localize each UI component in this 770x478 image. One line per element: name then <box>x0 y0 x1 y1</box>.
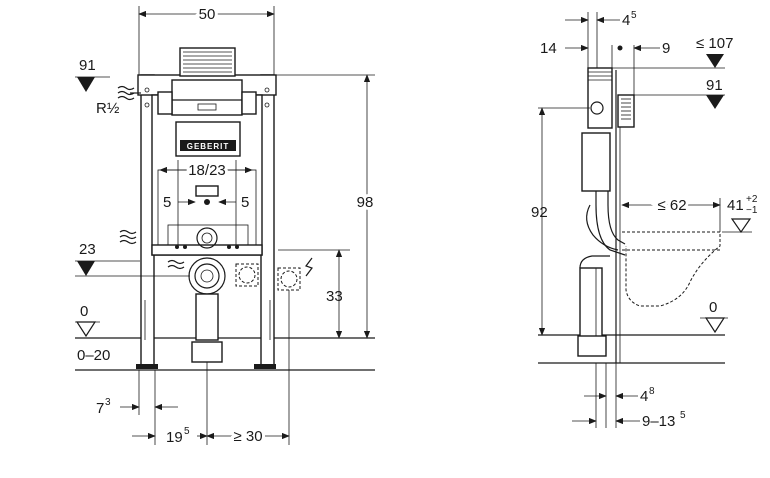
drain-outlet <box>188 257 226 363</box>
lightning-icon <box>305 257 313 277</box>
front-view: GEBERIT <box>75 3 376 448</box>
flush-plate-label: 18/23 <box>188 162 226 179</box>
drain-offset-sup: 5 <box>184 426 190 437</box>
dim-height <box>276 74 375 339</box>
side-height-92-label: 92 <box>531 204 548 221</box>
side-dim-9-label: 9 <box>662 40 670 57</box>
electric-distance-label: ≥ 30 <box>233 428 262 445</box>
offset-right-label: 5 <box>241 194 249 211</box>
dim-width <box>138 6 275 75</box>
side-bowl-tol-minus: −1 <box>746 205 758 216</box>
side-level-91 <box>634 94 725 109</box>
side-level-0 <box>700 317 728 334</box>
side-view: 4 5 14 9 ≤ 107 91 92 ≤ 62 41 <box>531 10 758 430</box>
side-floor-level-label: 0 <box>709 299 717 316</box>
level-marker-91 <box>75 76 110 92</box>
width-label: 50 <box>199 6 216 23</box>
side-toilet-bowl <box>622 231 721 307</box>
height-label: 98 <box>357 194 374 211</box>
supply-pipe-icon <box>117 85 141 101</box>
side-drain-pipe <box>577 255 610 357</box>
side-cistern-top <box>587 67 635 129</box>
brand-label: GEBERIT <box>187 142 230 151</box>
electrical-height-label: 33 <box>326 288 343 305</box>
cistern-top <box>157 47 257 116</box>
side-dim-14-label: 14 <box>540 40 557 57</box>
side-bowl-tol-plus: +2 <box>746 194 758 205</box>
side-cistern-body <box>581 132 611 192</box>
water-flow-icon <box>119 229 185 270</box>
floor-level-label: 0 <box>80 303 88 320</box>
side-level-107 <box>612 54 725 69</box>
foot-offset-label: 7 <box>96 400 104 417</box>
level-marker-23 <box>75 260 190 277</box>
drain-offset-label: 19 <box>166 429 183 446</box>
level-marker-0 <box>75 321 100 338</box>
side-bowl-height-label: 41 <box>727 197 744 214</box>
side-dim-913-label: 9–13 <box>642 413 675 430</box>
drain-level-label: 23 <box>79 241 96 258</box>
floor-range-label: 0–20 <box>77 347 110 364</box>
side-level-41 <box>722 218 752 234</box>
side-dim-45-label: 4 <box>622 12 630 29</box>
side-dim-913-sup: 5 <box>680 410 686 421</box>
cistern-body <box>157 160 257 249</box>
offset-left-label: 5 <box>163 194 171 211</box>
side-dim-48-label: 4 <box>640 388 648 405</box>
side-dim-48-sup: 8 <box>649 386 655 397</box>
foot-offset-sup: 3 <box>105 397 111 408</box>
side-max-height-label: ≤ 107 <box>696 35 733 52</box>
side-supply-level-label: 91 <box>706 77 723 94</box>
supply-thread-label: R½ <box>96 100 120 117</box>
side-dim-45-sup: 5 <box>631 10 637 21</box>
side-flush-pipe <box>595 191 626 256</box>
side-bowl-projection-label: ≤ 62 <box>657 197 686 214</box>
brand-plate: GEBERIT <box>175 121 241 157</box>
supply-level-label: 91 <box>79 57 96 74</box>
